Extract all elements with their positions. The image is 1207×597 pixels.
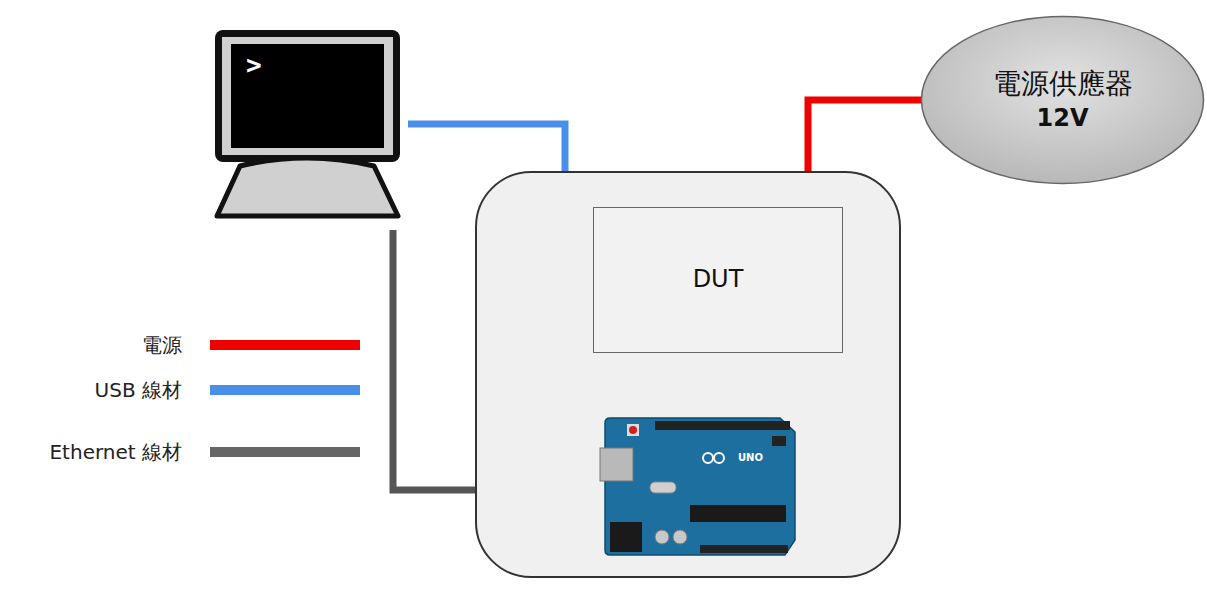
reset-button <box>629 426 637 434</box>
monitor-frame <box>215 30 400 162</box>
legend-swatch <box>210 340 360 350</box>
arduino-board <box>600 418 795 555</box>
power-supply-ellipse: 電源供應器12V <box>920 15 1205 185</box>
node-title: DUT <box>693 264 744 295</box>
legend-swatch <box>210 385 360 395</box>
node-title: 電源供應器 <box>993 66 1133 102</box>
reset-base <box>627 424 639 436</box>
power-cable <box>808 100 925 174</box>
icsp-header <box>772 436 786 446</box>
usb-cable <box>408 124 565 172</box>
usb-connector <box>600 448 633 481</box>
monitor-screen <box>231 44 384 148</box>
microcontroller-chip <box>690 505 786 522</box>
prompt-symbol: > <box>246 50 262 80</box>
board-label: UNO <box>738 452 763 463</box>
monitor-bezel <box>222 37 393 155</box>
node-value: 12V <box>1037 103 1089 134</box>
ellipse-shape <box>922 17 1204 184</box>
analog-header <box>700 545 788 553</box>
legend-label: Ethernet 線材 <box>49 439 182 466</box>
logo <box>714 453 724 463</box>
legend-label: USB 線材 <box>95 377 182 404</box>
dut-box: DUT <box>593 207 843 353</box>
monitor-stand <box>217 158 398 216</box>
logo <box>703 453 713 463</box>
power-jack <box>610 522 642 552</box>
legend-swatch <box>210 447 360 457</box>
capacitor <box>655 530 669 544</box>
digital-header <box>655 421 790 430</box>
crystal <box>650 482 676 493</box>
test-fixture <box>476 172 900 577</box>
legend-label: 電源 <box>142 332 182 359</box>
capacitor <box>673 530 687 544</box>
board-pcb <box>605 418 795 555</box>
